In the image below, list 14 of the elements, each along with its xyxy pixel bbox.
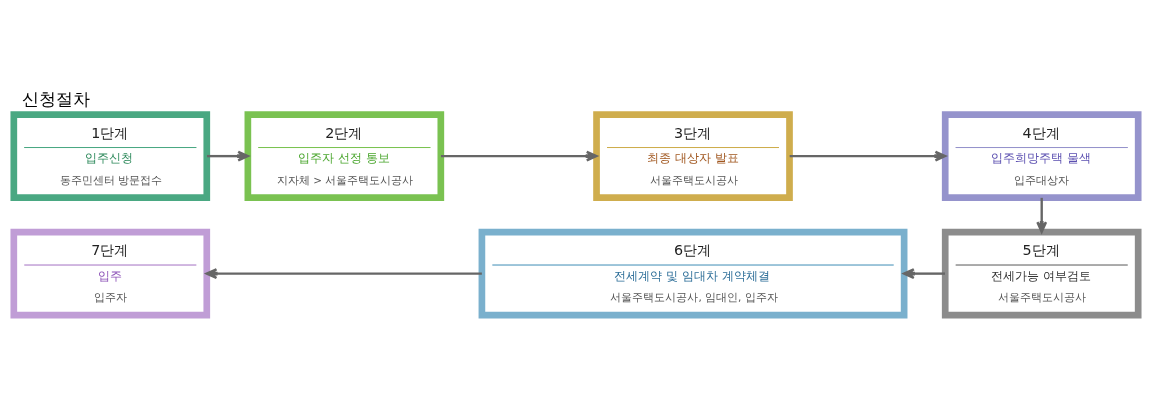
node-box: 7단계 입주 입주자 (10, 228, 211, 319)
node-box: 5단계 전세가능 여부검토 서울주택도시공사 (941, 228, 1142, 319)
node-box: 1단계 입주신청 동주민센터 방문접수 (10, 111, 211, 202)
arrow (207, 150, 250, 162)
node-box: 4단계 입주희망주택 물색 입주대상자 (941, 111, 1142, 202)
arrow (205, 268, 482, 280)
arrow (440, 150, 598, 162)
diagram-title: 신청절차 (22, 89, 91, 110)
node-box: 3단계 최종 대상자 발표 서울주택도시공사 (593, 111, 793, 202)
arrow (1036, 197, 1048, 234)
arrow (903, 268, 945, 280)
node-box: 2단계 입주자 선정 통보 지자체 > 서울주택도시공사 (244, 111, 445, 202)
arrow (789, 150, 947, 162)
node-box: 6단계 전세계약 및 임대차 계약체결 서울주택도시공사, 임대인, 입주자 (478, 228, 908, 319)
